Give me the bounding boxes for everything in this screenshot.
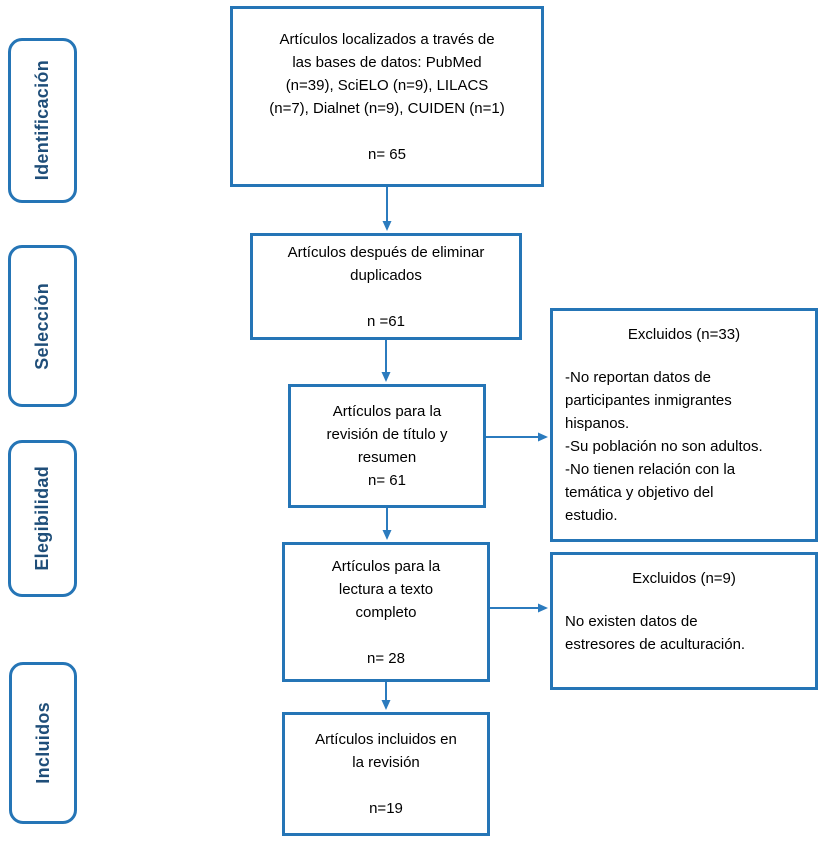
- box-included-count: n=19: [369, 800, 403, 817]
- box-identified-text: Artículos localizados a través de las ba…: [269, 30, 505, 117]
- stage-identificacion-label: Identificación: [32, 60, 52, 181]
- box-full-text-text: Artículos para la lectura a texto comple…: [331, 557, 441, 621]
- stage-identificacion: Identificación: [8, 38, 77, 203]
- box-identified-count: n= 65: [368, 145, 406, 163]
- box-identified: Artículos localizados a través de las ba…: [230, 6, 544, 187]
- box-excluded-33-title: Excluidos (n=33): [627, 326, 741, 343]
- stage-elegibilidad-label: Elegibilidad: [32, 466, 52, 571]
- box-included-text: Artículos incluidos en la revisión: [315, 731, 457, 771]
- box-deduplicated-text: Artículos después de eliminar duplicados: [287, 243, 485, 284]
- box-full-text-count: n= 28: [367, 649, 405, 667]
- stage-incluidos: Incluidos: [9, 662, 77, 824]
- box-excluded-33: Excluidos (n=33) -No reportan datos de p…: [550, 308, 818, 542]
- box-full-text: Artículos para la lectura a texto comple…: [282, 542, 490, 682]
- box-deduplicated: Artículos después de eliminar duplicados…: [250, 233, 522, 340]
- box-included: Artículos incluidos en la revisión n=19: [282, 712, 490, 836]
- stage-incluidos-label: Incluidos: [32, 702, 53, 784]
- box-deduplicated-count: n =61: [367, 312, 405, 330]
- box-excluded-9: Excluidos (n=9) No existen datos de estr…: [550, 552, 818, 690]
- box-excluded-9-title: Excluidos (n=9): [632, 570, 736, 587]
- stage-seleccion: Selección: [8, 245, 77, 407]
- box-excluded-9-body: No existen datos de estresores de acultu…: [565, 613, 746, 653]
- box-title-abstract-text: Artículos para la revisión de título y r…: [326, 403, 448, 466]
- stage-elegibilidad: Elegibilidad: [8, 440, 77, 597]
- box-title-abstract-count: n= 61: [368, 472, 406, 489]
- stage-seleccion-label: Selección: [32, 282, 52, 370]
- box-title-abstract: Artículos para la revisión de título y r…: [288, 384, 486, 508]
- box-excluded-33-body: -No reportan datos de participantes inmi…: [565, 369, 763, 524]
